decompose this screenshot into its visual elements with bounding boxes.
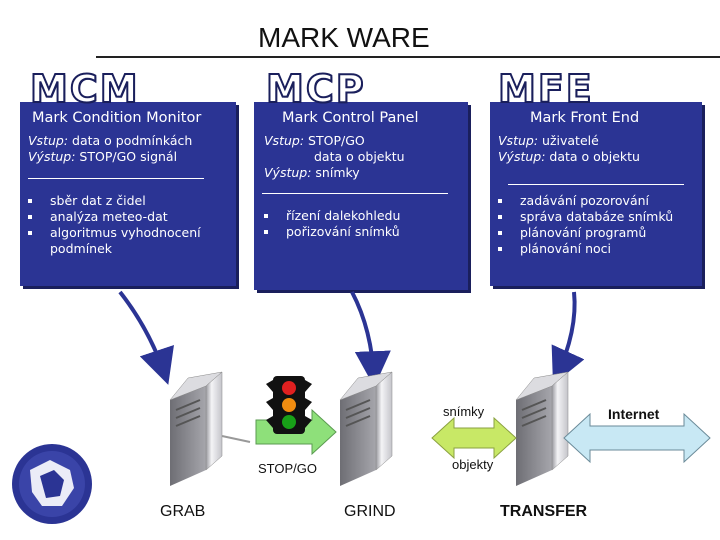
mcm-bullet: podmínek — [50, 241, 113, 256]
arrow-internet — [563, 412, 711, 464]
mcp-input: Vstup: STOP/GO — [264, 133, 405, 149]
mcp-input-value: STOP/GO — [308, 133, 365, 148]
title-rule — [96, 56, 720, 58]
panel-mfe — [490, 102, 702, 286]
mfe-code: MFE — [497, 67, 594, 111]
arrow-mfe-transfer — [551, 291, 585, 385]
mcm-code: MCM — [29, 67, 140, 111]
mcm-bullet: sběr dat z čidel — [26, 193, 201, 209]
traffic-light-icon — [266, 376, 312, 434]
mcp-output-label: Výstup: — [264, 165, 312, 180]
arrow-mcp-grind — [350, 291, 391, 388]
server-grab — [169, 371, 251, 486]
internet-label: Internet — [608, 406, 660, 422]
arrow-grind-transfer — [431, 416, 517, 460]
mfe-separator — [508, 184, 684, 185]
mcm-bullet: analýza meteo-dat — [26, 209, 201, 225]
mfe-bullets: zadávání pozorování správa databáze sním… — [496, 193, 673, 257]
arrow-mcm-grab — [118, 290, 174, 385]
mcp-io: Vstup: STOP/GO data o objektu Výstup: sn… — [264, 133, 405, 181]
mcm-input-value: data o podmínkách — [72, 133, 193, 148]
mcm-bullet: algoritmus vyhodnocení — [26, 225, 201, 241]
mcm-output: Výstup: STOP/GO signál — [28, 149, 192, 165]
mfe-input: Vstup: uživatelé — [498, 133, 640, 149]
mcm-input-label: Vstup: — [28, 133, 69, 148]
page-title: MARK WARE — [258, 22, 430, 53]
mfe-bullet: zadávání pozorování — [496, 193, 673, 209]
mfe-name: Mark Front End — [530, 110, 640, 126]
grab-label: GRAB — [160, 503, 206, 520]
mcp-bullets: řízení dalekohledu pořizování snímků — [262, 208, 400, 240]
server-transfer — [515, 371, 569, 486]
objekty-label: objekty — [452, 457, 494, 472]
mfe-output-label: Výstup: — [498, 149, 546, 164]
mcm-io: Vstup: data o podmínkách Výstup: STOP/GO… — [28, 133, 192, 165]
mcp-input-value2: data o objektu — [314, 149, 405, 164]
panel-mcm — [20, 102, 236, 286]
mcp-name: Mark Control Panel — [282, 110, 419, 126]
panel-mcp — [254, 102, 468, 290]
mfe-bullet: správa databáze snímků — [496, 209, 673, 225]
mfe-input-value: uživatelé — [542, 133, 599, 148]
transfer-label: TRANSFER — [500, 503, 588, 520]
grind-label: GRIND — [344, 503, 396, 520]
server-grind — [339, 371, 393, 486]
mcm-bullets: sběr dat z čidel analýza meteo-dat algor… — [26, 193, 201, 257]
stop-go-label: STOP/GO — [258, 461, 317, 476]
mcp-separator — [262, 193, 448, 194]
mcp-bullet: řízení dalekohledu — [262, 208, 400, 224]
mcm-separator — [28, 178, 204, 179]
mcp-output: Výstup: snímky — [264, 165, 405, 181]
mcm-output-label: Výstup: — [28, 149, 76, 164]
logo-emblem — [12, 444, 92, 524]
mcp-bullet: pořizování snímků — [262, 224, 400, 240]
mfe-io: Vstup: uživatelé Výstup: data o objektu — [498, 133, 640, 165]
mcm-output-value: STOP/GO signál — [79, 149, 178, 164]
mcp-output-value: snímky — [315, 165, 360, 180]
mfe-input-label: Vstup: — [498, 133, 539, 148]
mcp-code: MCP — [265, 67, 366, 111]
mfe-output-value: data o objektu — [549, 149, 640, 164]
mcp-input-label: Vstup: — [264, 133, 305, 148]
mcm-name: Mark Condition Monitor — [32, 110, 202, 126]
mfe-bullet: plánování programů — [496, 225, 673, 241]
mfe-bullet: plánování noci — [496, 241, 673, 257]
mcm-input: Vstup: data o podmínkách — [28, 133, 192, 149]
snimky-label: snímky — [443, 404, 485, 419]
mfe-output: Výstup: data o objektu — [498, 149, 640, 165]
